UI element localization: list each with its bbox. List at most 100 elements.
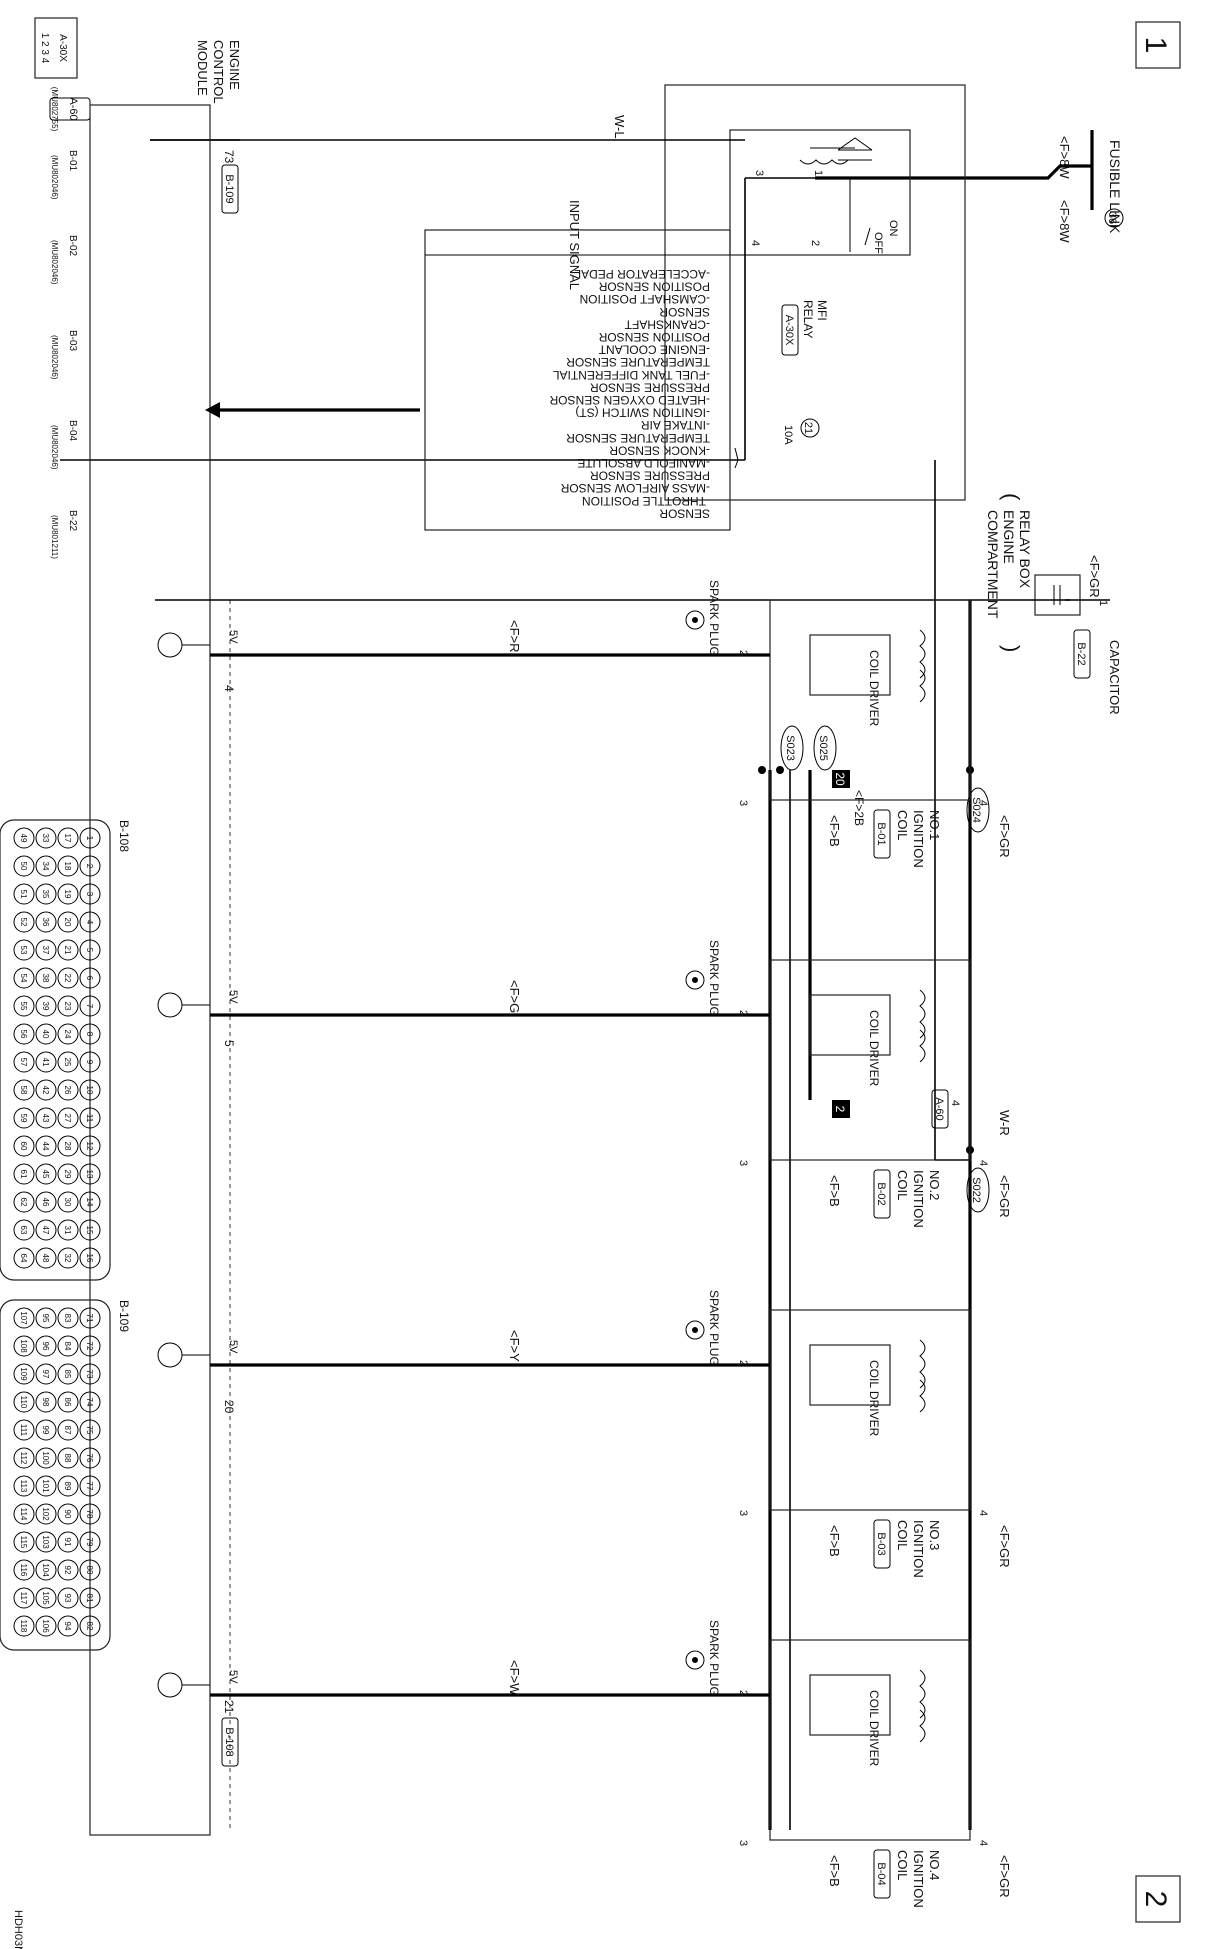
coil-connector: B-04	[875, 1862, 887, 1885]
spark-plug: SPARK PLUG	[685, 1290, 721, 1366]
connector-pin: 38	[41, 974, 50, 983]
connector-pin: 34	[41, 862, 50, 871]
svg-text:(MU802046): (MU802046)	[50, 155, 59, 200]
connector-pin: 63	[19, 1226, 28, 1235]
connector-pin: 115	[19, 1536, 28, 1549]
svg-text:B-22: B-22	[67, 510, 78, 532]
coil-pin-2: 2	[737, 1360, 749, 1366]
ground-20: 20 <F>2B	[832, 770, 866, 826]
svg-text:S025: S025	[817, 735, 829, 761]
connector-pin: 77	[85, 1482, 94, 1491]
wire-label-f-gr: <F>GR	[997, 1855, 1012, 1898]
connector-pin: 23	[63, 1002, 72, 1011]
connector-pin: 3	[85, 892, 94, 897]
input-signal-line: TEMPERATURE SENSOR	[566, 431, 710, 445]
connector-pin: 75	[85, 1426, 94, 1435]
connector-pin: 79	[85, 1538, 94, 1547]
coil-type: IGNITION	[911, 1850, 926, 1908]
ecm-5v-label: 5V	[227, 1340, 239, 1354]
connector-pin: 102	[41, 1507, 50, 1521]
connector-pin: 12	[85, 1142, 94, 1151]
connector-pin: 84	[63, 1342, 72, 1351]
connector-pin: 96	[41, 1342, 50, 1351]
connector-pin: 59	[19, 1114, 28, 1123]
svg-text:(MU801211): (MU801211)	[50, 515, 59, 559]
connector-pin: 114	[19, 1508, 28, 1521]
wire-label-f-b: <F>B	[827, 1525, 842, 1557]
spark-plug: SPARK PLUG	[685, 1620, 721, 1696]
connector-pin: 111	[19, 1424, 28, 1437]
connector-b108: B-108 1234567891011121314151617181920212…	[0, 819, 131, 1281]
connector-pin: 40	[41, 1030, 50, 1039]
figure-code: HDH03M01AC	[12, 1910, 24, 1949]
svg-text:MFI: MFI	[815, 300, 829, 321]
wire-label-f-gr: <F>GR	[997, 1525, 1012, 1568]
connector-pin: 112	[19, 1452, 28, 1465]
ignition-coils: COIL DRIVER SPARK PLUG 4 3 2 <F>GR <F>B NO.1IGN…	[157, 580, 1012, 1908]
connector-pin: 35	[41, 890, 50, 899]
input-signal-line: -ENGINE COOLANT	[598, 343, 710, 357]
svg-text:3: 3	[753, 170, 765, 176]
svg-text:<F>2B: <F>2B	[852, 790, 866, 826]
connector-pin: 74	[85, 1398, 94, 1407]
svg-text:CONTROL: CONTROL	[211, 40, 226, 104]
connector-pin: 82	[85, 1622, 94, 1631]
fuse-21: 21 10A	[734, 418, 820, 469]
coil-pin-4: 4	[977, 1510, 989, 1516]
connector-pin: 53	[19, 946, 28, 955]
coil-pin-2: 2	[737, 1010, 749, 1016]
connector-pin: 88	[63, 1454, 72, 1463]
svg-text:B-108: B-108	[117, 820, 131, 852]
connector-pin: 17	[63, 834, 72, 843]
connector-pin: 21	[63, 946, 72, 955]
coil-driver-label: COIL DRIVER	[867, 1690, 881, 1767]
connector-pin: 73	[85, 1370, 94, 1379]
spark-plug-label: SPARK PLUG	[707, 940, 721, 1016]
connector-pin: 85	[63, 1370, 72, 1379]
svg-text:): )	[999, 645, 1024, 652]
connector-pin: 50	[19, 862, 28, 871]
wire-label-f-b: <F>B	[827, 1175, 842, 1207]
svg-text:S023: S023	[784, 735, 796, 761]
connector-pin: 13	[85, 1170, 94, 1179]
svg-text:W-R: W-R	[997, 1110, 1012, 1136]
svg-text:OFF: OFF	[872, 232, 884, 254]
sheet-number-1: 1	[1135, 21, 1181, 69]
connector-pin: 61	[19, 1170, 28, 1179]
connector-pin: 99	[41, 1426, 50, 1435]
connector-pin: 86	[63, 1398, 72, 1407]
connector-pin: 33	[41, 834, 50, 843]
connector-pin: 20	[63, 918, 72, 927]
svg-text:<F>GR: <F>GR	[1087, 555, 1102, 598]
coil-pin-3: 3	[737, 800, 749, 806]
connector-pin: 72	[85, 1342, 94, 1351]
connector-pin: 39	[41, 1002, 50, 1011]
coil-number: NO.1	[927, 810, 942, 840]
connector-pin: 18	[63, 862, 72, 871]
connector-pin: 47	[41, 1226, 50, 1235]
connector-pin: 106	[41, 1619, 50, 1633]
coil-pin-3: 3	[737, 1840, 749, 1846]
svg-text:ENGINE: ENGINE	[227, 40, 242, 90]
svg-text:1: 1	[1139, 37, 1172, 54]
connector-pin: 83	[63, 1314, 72, 1323]
coil-pin-2: 2	[737, 1690, 749, 1696]
connector-pin: 4	[85, 920, 94, 925]
connector-pin: 56	[19, 1030, 28, 1039]
connector-pin: 43	[41, 1114, 50, 1123]
svg-text:4: 4	[222, 685, 236, 692]
connector-pin: 16	[85, 1254, 94, 1263]
connector-pin: 24	[63, 1030, 72, 1039]
svg-text:1: 1	[812, 170, 824, 176]
splice-s022: S022	[966, 1146, 990, 1213]
connector-pin: 30	[63, 1198, 72, 1207]
connector-pin: 49	[19, 834, 28, 843]
connector-pin: 117	[19, 1592, 28, 1605]
connector-pin: 89	[63, 1482, 72, 1491]
connector-pin: 80	[85, 1566, 94, 1575]
connector-pin: 91	[63, 1538, 72, 1547]
wire-label-f-b: <F>B	[827, 815, 842, 847]
coil-number: NO.2	[927, 1170, 942, 1200]
